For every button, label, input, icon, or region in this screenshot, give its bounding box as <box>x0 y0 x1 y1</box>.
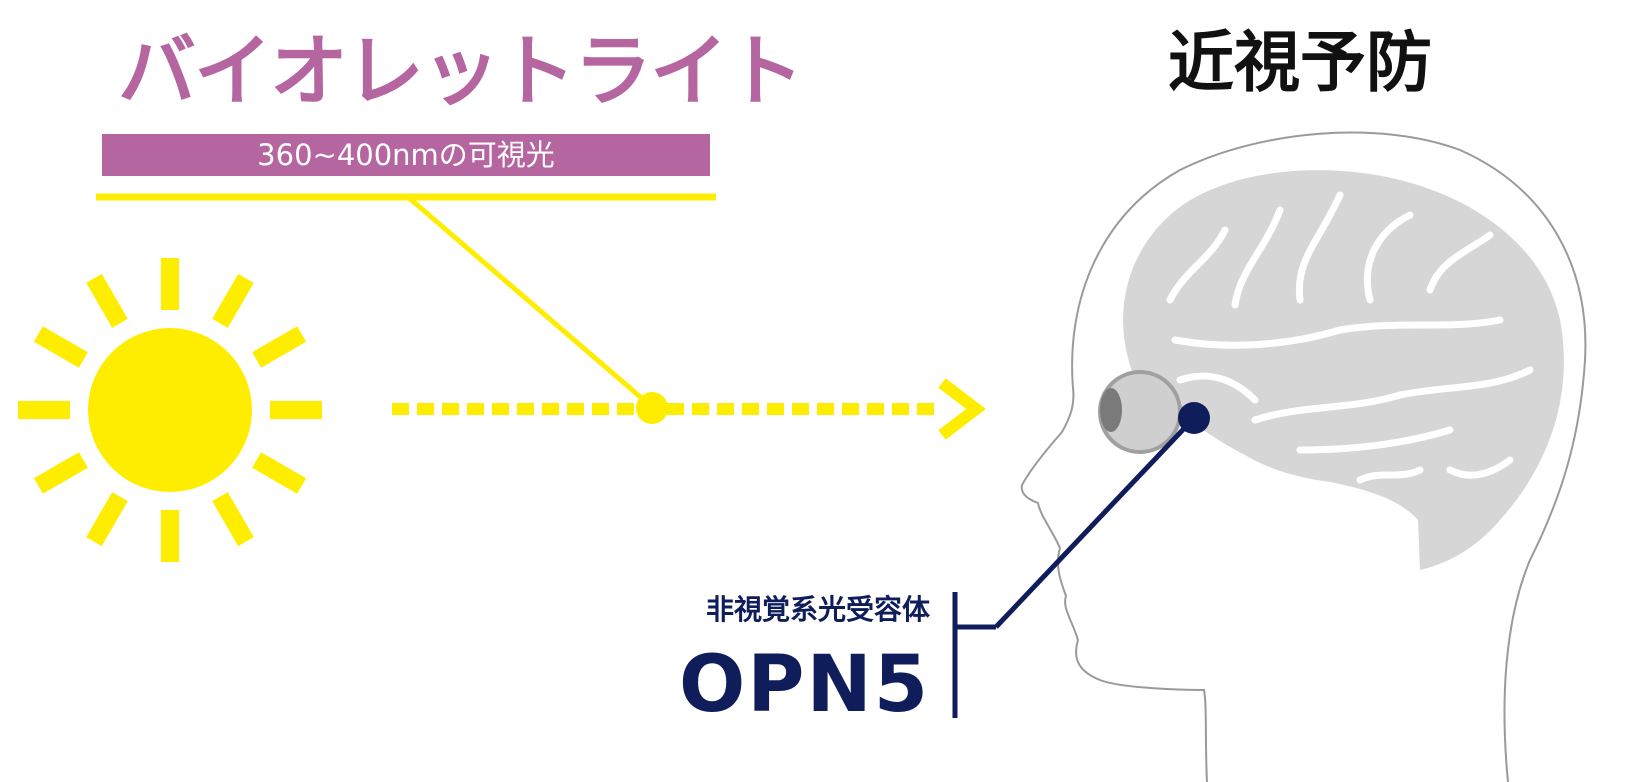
sun-ray <box>252 452 307 494</box>
wavelength-text: 360~400nmの可視光 <box>257 138 555 172</box>
sun-ray <box>86 273 128 328</box>
sun-ray <box>212 273 254 328</box>
brain-folds <box>1166 191 1534 484</box>
sun-ray <box>86 492 128 547</box>
sun-icon <box>18 258 322 562</box>
brain-shape <box>1123 170 1564 571</box>
sun-disk <box>88 328 252 492</box>
opn5-leader-diagonal <box>994 416 1196 629</box>
violet-light-title: バイオレットライト <box>118 27 804 117</box>
sun-ray <box>212 492 254 547</box>
arrow-head <box>938 378 986 440</box>
sun-rays <box>18 258 322 562</box>
nonvisual-photoreceptor-label: 非視覚系光受容体 <box>705 593 930 626</box>
opn5-label: OPN5 <box>678 640 930 730</box>
sun-ray <box>33 326 88 368</box>
light-ray-arrow-icon <box>392 378 986 440</box>
iris <box>1100 388 1122 432</box>
violet-light-callout <box>96 193 716 424</box>
myopia-prevention-title: 近視予防 <box>1168 24 1432 101</box>
eye-icon <box>1098 370 1182 454</box>
opn5-dot <box>1178 402 1210 434</box>
sun-ray <box>33 452 88 494</box>
callout-leader <box>406 195 654 409</box>
brain-icon <box>1123 170 1564 571</box>
sun-ray <box>252 326 307 368</box>
callout-dot <box>636 392 668 424</box>
head-outline-icon <box>1020 131 1587 782</box>
wavelength-banner: 360~400nmの可視光 <box>102 134 710 176</box>
opn5-marker-icon <box>952 402 1210 718</box>
